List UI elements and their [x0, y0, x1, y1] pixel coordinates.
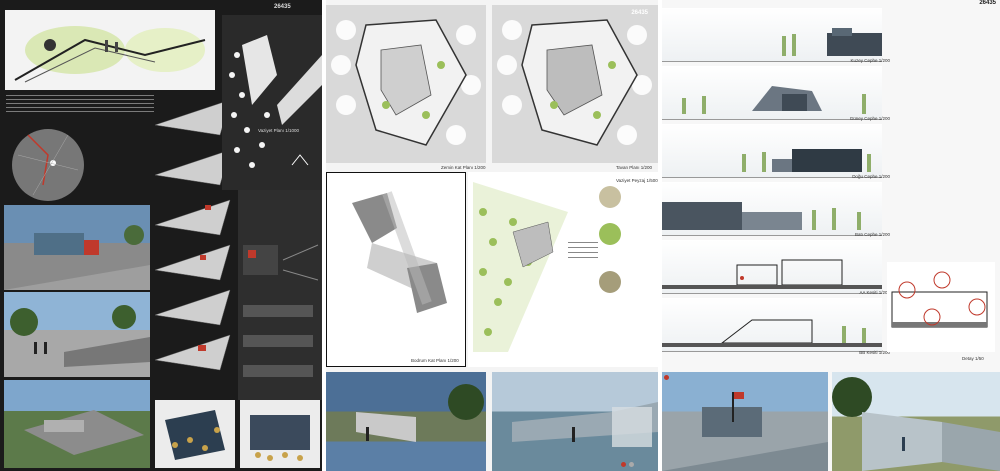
- east-elevation-scale: 1/200: [878, 174, 890, 179]
- basement-label: Bodrum Kat Planı 1/200: [411, 358, 459, 363]
- render-4: [326, 372, 486, 471]
- ground-floor-label: Zemin Kat Planı 1/200: [441, 165, 486, 170]
- description-text: [6, 95, 154, 115]
- model-photo-1-drawing: [165, 410, 225, 460]
- roof-plan-drawing: [497, 19, 652, 146]
- basement-title: Bodrum Kat Planı: [411, 358, 447, 363]
- site-plan-drawing: [229, 35, 322, 168]
- render-5-drawing: [512, 402, 658, 447]
- landscape-scale: 1/500: [646, 178, 658, 183]
- dark-diagram-panel-drawing: [243, 244, 319, 377]
- south-elevation-title: Güney Cephe: [849, 116, 878, 121]
- board-1-number: 26435: [274, 4, 291, 10]
- west-elevation-title: Batı Cephe: [854, 232, 878, 237]
- concept-sketch-illustration: [14, 26, 206, 83]
- ground-floor-scale: 1/200: [474, 165, 486, 170]
- render-6: [662, 372, 828, 471]
- west-elevation-scale: 1/200: [878, 232, 890, 237]
- render-1-drawing: [4, 225, 150, 290]
- east-elevation-drawing: [742, 149, 871, 172]
- detail-drawing: [887, 262, 995, 352]
- site-plan-label: Vaziyet Planı 1/1000: [258, 128, 299, 133]
- section-bb-label: BB Kesiti 1/200: [859, 350, 890, 355]
- south-elevation-drawing: [682, 86, 866, 114]
- city-map: [8, 115, 88, 205]
- roof-label: Tavan Planı 1/200: [616, 165, 652, 170]
- detail-label: Detay 1/50: [962, 356, 984, 361]
- city-map-drawing: [12, 129, 84, 201]
- landscape-plan-drawing: [473, 182, 621, 352]
- west-elevation-label: Batı Cephe 1/200: [855, 232, 890, 237]
- north-elevation-label: Kuzey Cephe 1/200: [850, 58, 890, 63]
- north-elevation-scale: 1/200: [878, 58, 890, 63]
- section-bb-title: BB Kesiti: [859, 350, 878, 355]
- site-plan-title: Vaziyet Planı: [258, 128, 284, 133]
- site-plan: [222, 15, 322, 190]
- detail-title: Detay: [962, 356, 974, 361]
- detail-scale: 1/50: [975, 356, 984, 361]
- basement-plan: [326, 172, 466, 367]
- render-5: [492, 372, 658, 471]
- section-aa-label: AA Kesiti 1/200: [859, 290, 890, 295]
- render-3-drawing: [24, 410, 144, 455]
- east-elevation: [662, 124, 882, 178]
- render-2: [4, 292, 150, 377]
- section-aa: [662, 240, 882, 294]
- south-elevation-label: Güney Cephe 1/200: [850, 116, 890, 121]
- roof-scale: 1/200: [640, 165, 653, 170]
- site-plan-scale: 1/1000: [285, 128, 299, 133]
- roof-title: Tavan Planı: [616, 165, 640, 170]
- dark-diagram-panel: [238, 190, 322, 400]
- render-1: [4, 205, 150, 290]
- landscape-title: Vaziyet Peyzaj: [616, 178, 646, 183]
- south-elevation: [662, 66, 882, 120]
- north-elevation-title: Kuzey Cephe: [850, 58, 878, 63]
- west-elevation-drawing: [662, 202, 861, 230]
- board-3-number: 26435: [979, 0, 996, 6]
- section-aa-title: AA Kesiti: [859, 290, 878, 295]
- basement-scale: 1/200: [447, 358, 459, 363]
- model-photo-1: [155, 400, 235, 468]
- detail-drawing-svg: [891, 271, 988, 328]
- section-bb: [662, 298, 882, 352]
- east-elevation-label: Doğu Cephe 1/200: [852, 174, 890, 179]
- concept-sketch: [5, 10, 215, 90]
- model-photo-2: [240, 400, 320, 468]
- south-elevation-scale: 1/200: [878, 116, 890, 121]
- ground-floor-plan: [326, 5, 486, 163]
- render-3: [4, 380, 150, 468]
- section-bb-drawing: [662, 319, 882, 347]
- west-elevation: [662, 182, 882, 236]
- ground-floor-plan-drawing: [331, 19, 481, 146]
- section-aa-scale: 1/200: [878, 290, 890, 295]
- building-diagrams-drawing: [154, 99, 231, 371]
- building-diagrams: [150, 95, 235, 395]
- north-elevation-drawing: [782, 28, 882, 56]
- render-7-drawing: [832, 377, 1000, 471]
- render-6-drawing: [662, 392, 828, 471]
- ground-floor-title: Zemin Kat Planı: [441, 165, 474, 170]
- section-bb-scale: 1/200: [878, 350, 890, 355]
- landscape-label: Vaziyet Peyzaj 1/500: [616, 178, 658, 183]
- board-3: 26435 Kuzey Cephe 1/200 Güney Cephe 1/20…: [662, 0, 1000, 471]
- section-aa-drawing: [662, 259, 882, 289]
- north-elevation: [662, 8, 882, 62]
- render-2-drawing: [10, 305, 150, 367]
- render-7: [832, 372, 1000, 471]
- basement-plan-drawing: [352, 191, 447, 313]
- board-1: 26435 Vaziyet Planı 1/1000: [0, 0, 322, 471]
- render-4-drawing: [356, 384, 484, 442]
- landscape-plan: [468, 172, 658, 367]
- roof-plan: [492, 5, 658, 163]
- nav-dot-2[interactable]: [629, 462, 634, 467]
- board-2-number: 26435: [631, 10, 648, 16]
- nav-dot-3[interactable]: [664, 375, 669, 380]
- model-photo-2-drawing: [250, 415, 310, 461]
- board-2: 26435 Zemin Kat Planı 1/200 Tavan: [326, 0, 658, 471]
- nav-dot-1[interactable]: [621, 462, 626, 467]
- east-elevation-title: Doğu Cephe: [852, 174, 878, 179]
